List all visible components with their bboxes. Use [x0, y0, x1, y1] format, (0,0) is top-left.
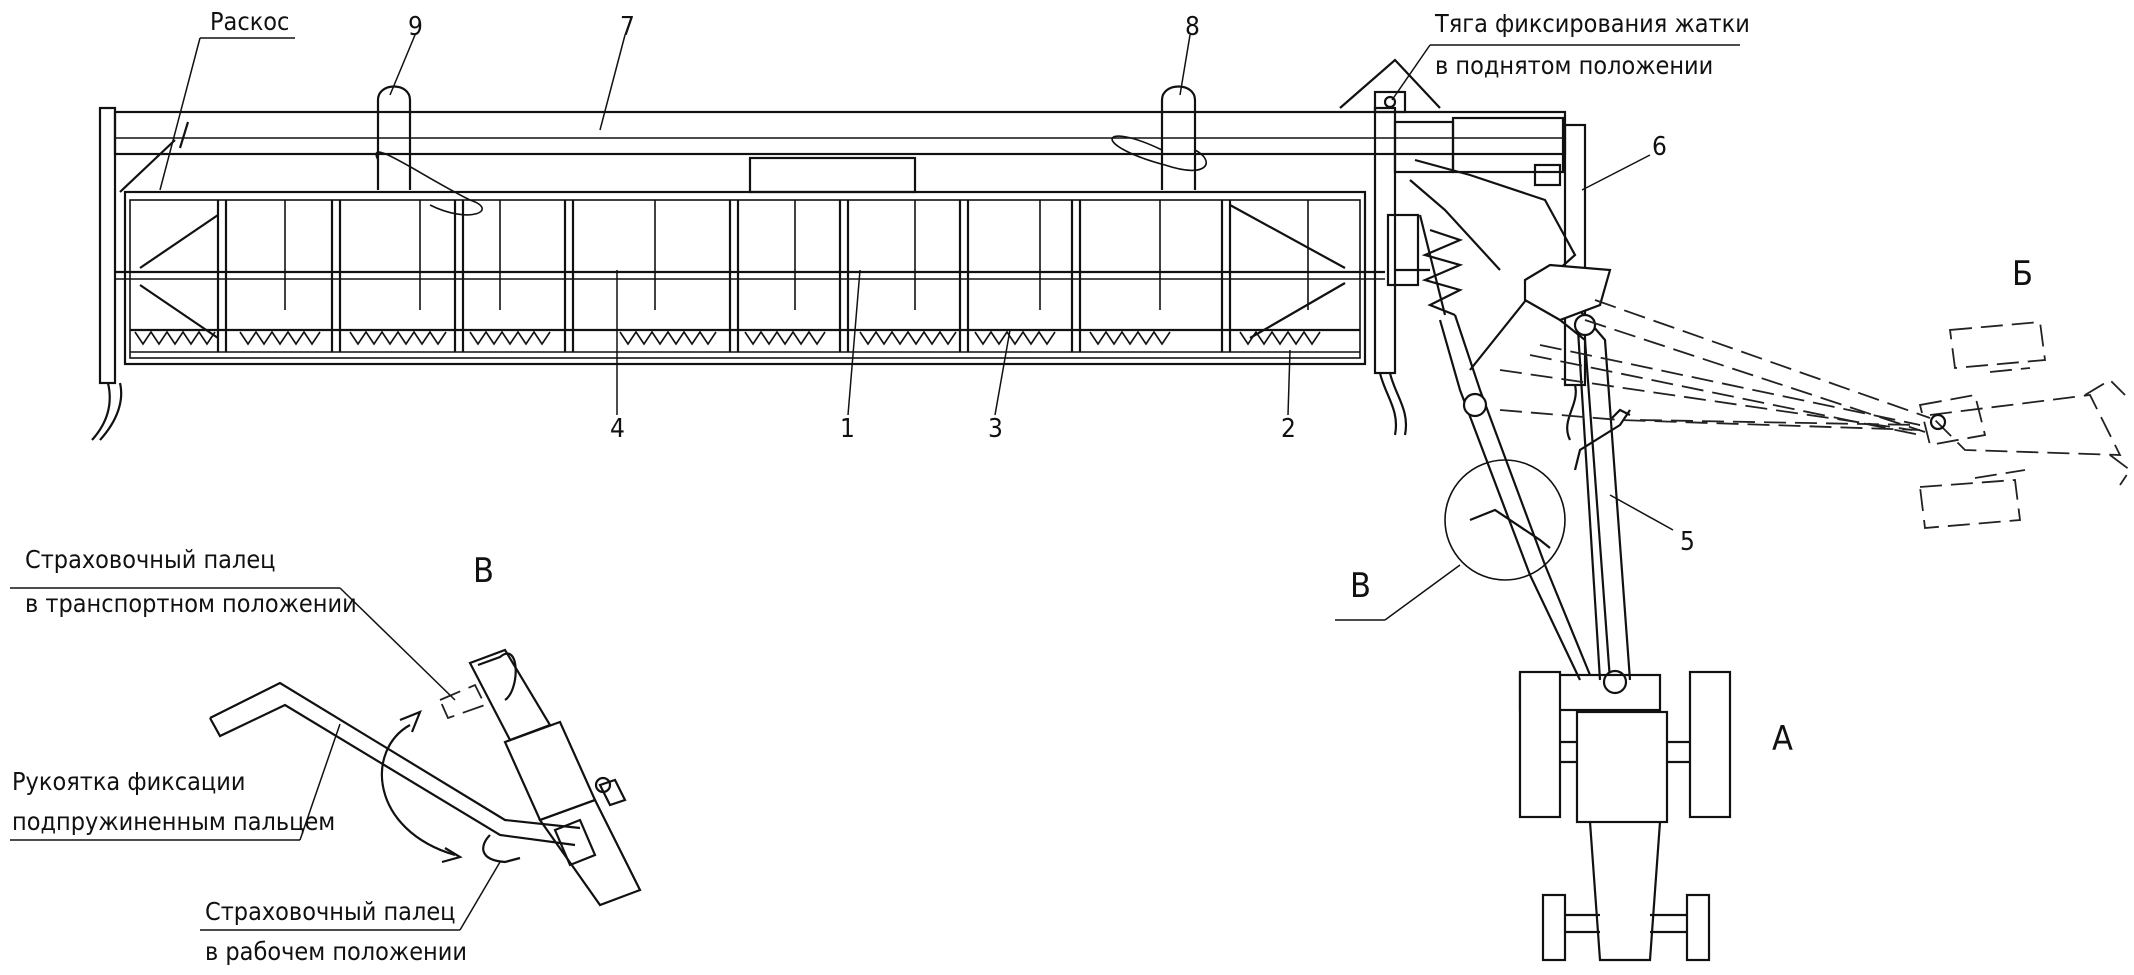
- view-a-label: А: [1772, 719, 1793, 759]
- leader-lines: [159, 34, 1740, 531]
- position-5: 5: [1680, 527, 1695, 557]
- finger-transport-label-line2: в транспортном положении: [25, 589, 357, 618]
- view-b-label: Б: [2012, 254, 2033, 294]
- position-9: 9: [408, 12, 423, 42]
- position-4: 4: [610, 414, 625, 444]
- position-7: 7: [620, 12, 635, 42]
- detail-v-title: В: [473, 551, 494, 591]
- text-labels: Раскос Тяга фиксирования жатки в поднято…: [12, 7, 2033, 966]
- reel-ribs: [216, 200, 1309, 352]
- tyaga-label-line1: Тяга фиксирования жатки: [1434, 9, 1750, 38]
- finger-work-label-line2: в рабочем положении: [205, 937, 467, 966]
- position-8: 8: [1185, 12, 1200, 42]
- handle-label-line1: Рукоятка фиксации: [12, 767, 245, 796]
- position-1: 1: [840, 414, 855, 444]
- raskos-label: Раскос: [210, 7, 289, 36]
- finger-work-label-line1: Страховочный палец: [205, 897, 456, 926]
- hitch-assembly: [1339, 58, 1632, 695]
- tractor-view-a: [1518, 670, 1732, 962]
- tyaga-label-line2: в поднятом положении: [1435, 51, 1713, 80]
- tractor-view-b: [1499, 299, 2132, 529]
- position-3: 3: [988, 414, 1003, 444]
- header-frame: [91, 85, 1567, 441]
- position-2: 2: [1281, 414, 1296, 444]
- finger-transport-label-line1: Страховочный палец: [25, 545, 276, 574]
- detail-callout-v: [1335, 459, 1566, 621]
- detail-v: [10, 587, 642, 931]
- handle-label-line2: подпружиненным пальцем: [12, 807, 335, 836]
- detail-v-callout: В: [1350, 566, 1371, 606]
- diagonal-braces: [119, 121, 1346, 339]
- position-6: 6: [1652, 132, 1667, 162]
